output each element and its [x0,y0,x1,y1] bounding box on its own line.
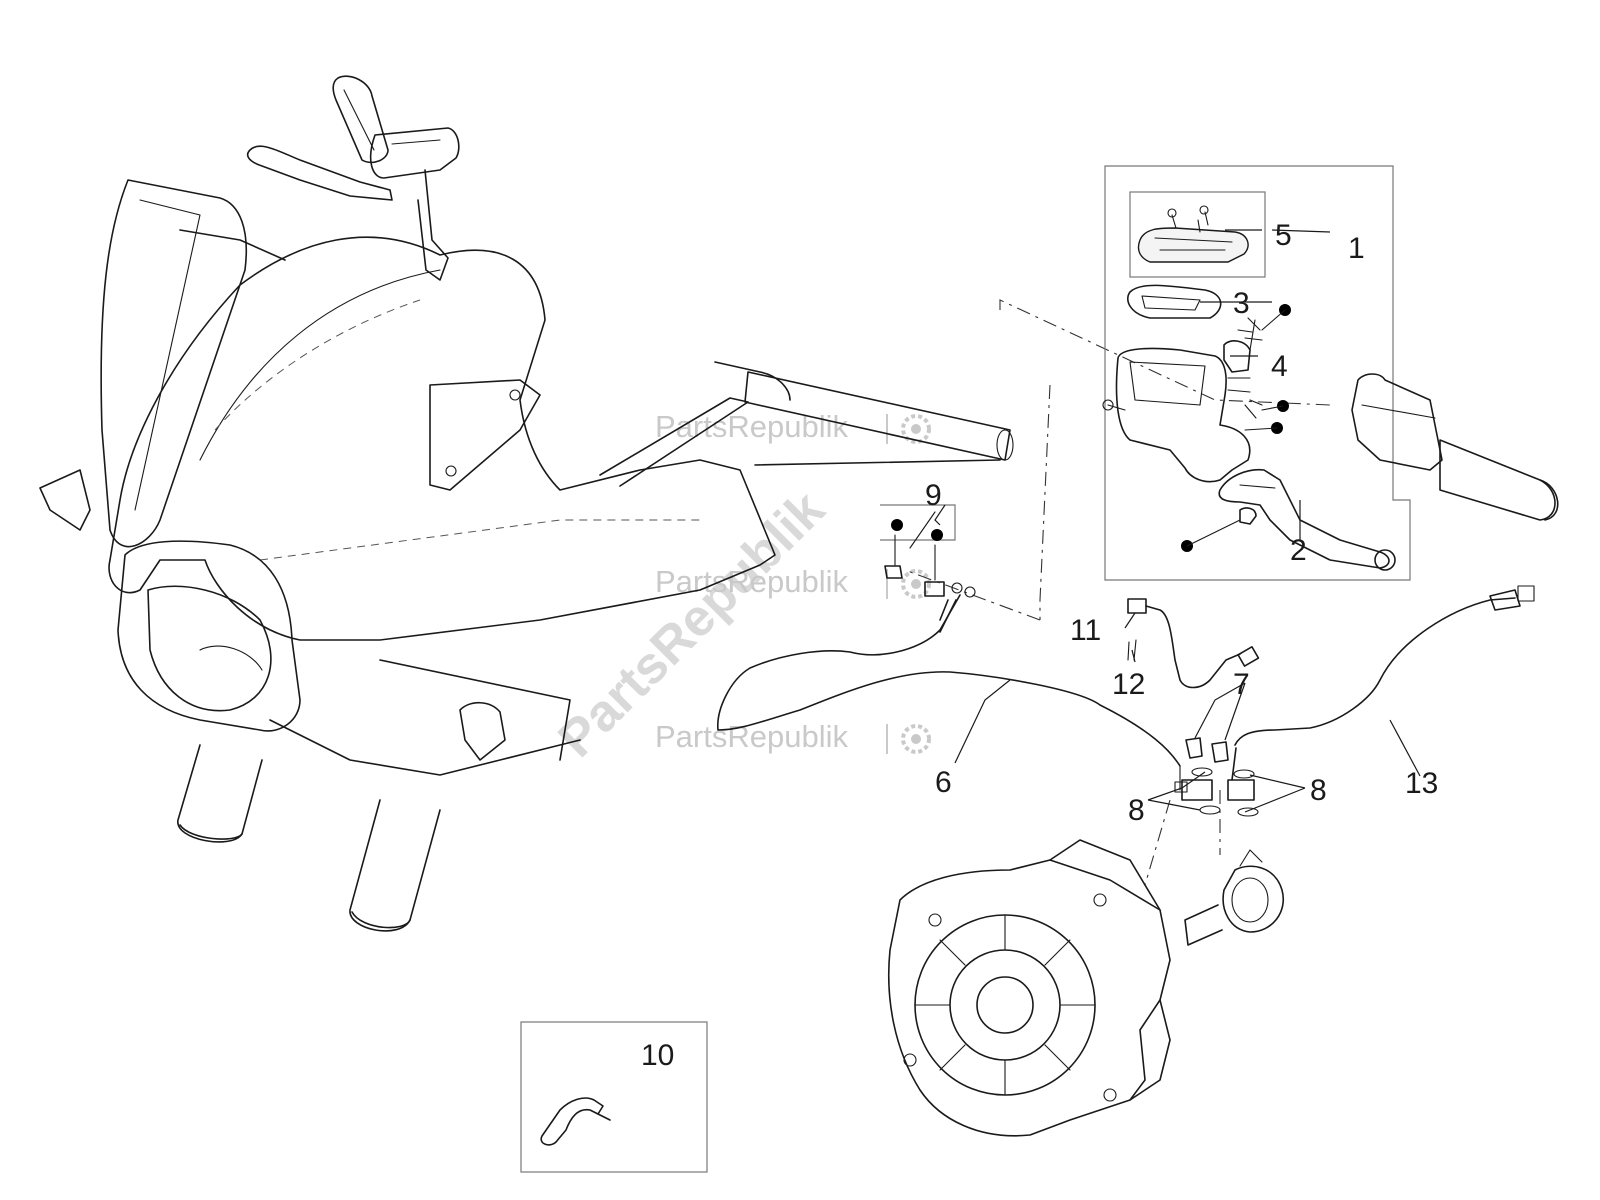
leader-lines [934,229,1421,813]
callout-9: 9 [925,479,942,512]
callout-12: 12 [1112,668,1145,701]
front-fairing-assembly [39,75,1014,932]
watermark-text-1: PartsRepublik [655,409,848,444]
callout-5: 5 [1275,219,1292,252]
gear-icon [901,569,931,599]
callout-13: 13 [1405,767,1438,800]
watermark-3: PartsRepublik [655,719,931,754]
reservoir-cap-box [1129,191,1266,278]
callout-4: 4 [1271,350,1288,383]
watermark-2: PartsRepublik [655,564,931,599]
callout-2: 2 [1290,534,1307,567]
callout-labels: 1 2 3 4 5 6 7 8 8 9 10 11 12 13 [641,219,1438,1072]
lower-hose [1231,585,1535,781]
sensor-wire [1127,598,1260,689]
master-cylinder-kit [1102,165,1411,581]
callout-11: 11 [1070,614,1101,647]
gear-icon [901,414,931,444]
callout-8-left: 8 [1128,794,1145,827]
callout-1: 1 [1348,232,1365,265]
callout-6: 6 [935,766,952,799]
gear-icon [901,724,931,754]
right-grip [1351,373,1559,521]
clutch-hose [717,594,1188,793]
banjo-kit [880,504,976,598]
part-10-box [520,1021,708,1173]
watermark-1: PartsRepublik [655,409,931,444]
callout-10: 10 [641,1039,674,1072]
connection-lines [904,299,1331,886]
bolts-washers [1181,737,1259,817]
callout-3: 3 [1233,287,1250,320]
callout-8-right: 8 [1310,774,1327,807]
callout-7: 7 [1233,668,1250,701]
gearbox-housing [887,839,1285,1137]
